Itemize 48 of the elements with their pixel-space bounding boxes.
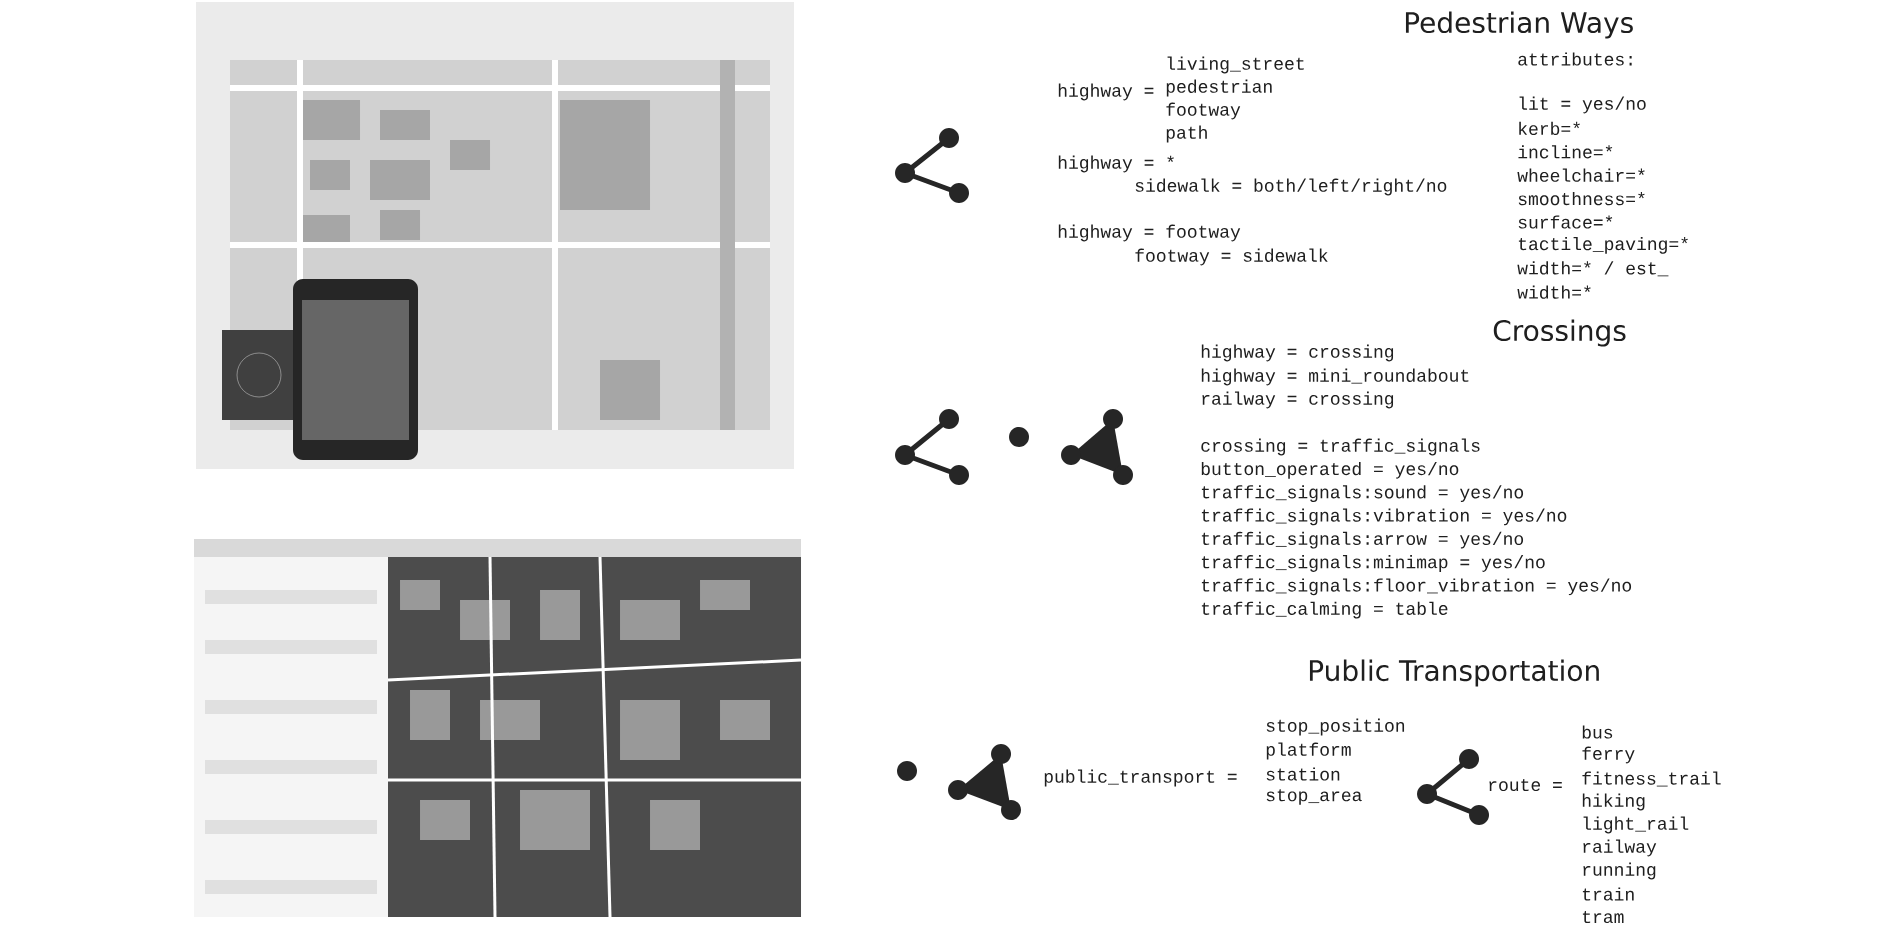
- tag-line: highway =: [1058, 83, 1154, 101]
- tag-line: smoothness=*: [1518, 192, 1645, 206]
- tag-line: traffic_calming = table: [1201, 601, 1448, 619]
- tag-line: ferry: [1582, 746, 1635, 764]
- tag-line: highway = *: [1058, 155, 1174, 173]
- tag-line: stop_position: [1266, 718, 1405, 736]
- tag-line: railway: [1583, 839, 1657, 857]
- tag-line: hiking: [1582, 793, 1645, 811]
- tag-line: lit = yes/no: [1519, 96, 1646, 114]
- tag-line: tactile_paving=*: [1518, 237, 1688, 254]
- tag-line: width=* / est_: [1517, 261, 1669, 277]
- tag-line: route =: [1489, 778, 1562, 792]
- section-heading: Pedestrian Ways: [1405, 11, 1633, 39]
- tag-line: highway = mini_roundabout: [1201, 368, 1469, 386]
- tag-line: pedestrian: [1166, 79, 1272, 97]
- tag-line: running: [1583, 862, 1656, 880]
- tag-line: path: [1166, 125, 1207, 143]
- tag-line: crossing = traffic_signals: [1201, 438, 1480, 456]
- tag-line: sidewalk = both/left/right/no: [1135, 178, 1447, 196]
- tag-line: button_operated = yes/no: [1201, 461, 1459, 479]
- section-heading: Public Transportation: [1309, 659, 1599, 687]
- tag-line: fitness_trail: [1582, 771, 1721, 787]
- tag-line: traffic_signals:sound = yes/no: [1201, 485, 1524, 502]
- tag-line: traffic_signals:floor_vibration = yes/no: [1201, 578, 1632, 596]
- tag-line: highway = footway: [1058, 224, 1241, 242]
- tag-line: light_rail: [1583, 816, 1689, 834]
- tag-line: kerb=*: [1519, 121, 1580, 135]
- tag-line: train: [1582, 887, 1634, 901]
- tag-line: public_transport =: [1044, 769, 1237, 787]
- tag-line: station: [1266, 767, 1340, 781]
- tag-line: tram: [1582, 910, 1624, 924]
- tag-line: traffic_signals:vibration = yes/no: [1201, 508, 1567, 526]
- tag-line: traffic_signals:arrow = yes/no: [1201, 531, 1524, 549]
- tag-line: living_street: [1167, 56, 1304, 74]
- tag-line: stop_area: [1266, 789, 1362, 805]
- tag-line: bus: [1582, 725, 1613, 739]
- tag-line: highway = crossing: [1201, 344, 1394, 362]
- tag-line: platform: [1266, 742, 1351, 760]
- tag-line: railway = crossing: [1202, 391, 1394, 409]
- tag-line: wheelchair=*: [1517, 168, 1645, 182]
- tag-line: width=*: [1517, 285, 1591, 299]
- tag-line: footway: [1166, 102, 1241, 120]
- section-heading: Crossings: [1493, 319, 1626, 347]
- tag-line: surface=*: [1518, 215, 1613, 229]
- tag-line: attributes:: [1518, 52, 1632, 66]
- tag-line: incline=*: [1518, 145, 1613, 159]
- tag-line: footway = sidewalk: [1135, 248, 1328, 266]
- tag-line: traffic_signals:minimap = yes/no: [1201, 555, 1545, 572]
